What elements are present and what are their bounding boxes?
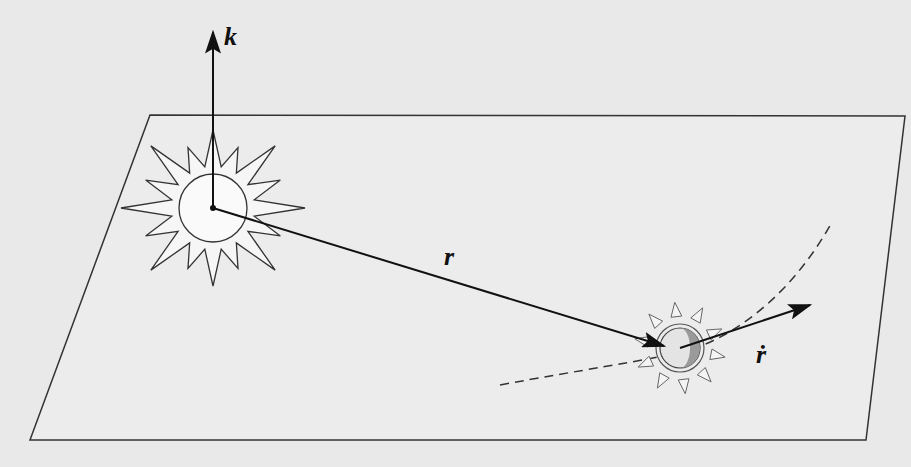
k-vector [212,32,214,210]
planet-ray [657,373,669,388]
origin-dot [210,205,216,211]
planet-ray [649,314,663,328]
planet-ray [691,308,703,323]
vector-label: k [224,24,237,50]
planet-ray [678,379,689,394]
planet-ray [697,368,711,382]
vector-label: ṙ [756,342,766,368]
vector-label: r [444,244,454,270]
planet-ray [638,356,653,367]
r-vector [213,208,664,346]
planet-ray [671,302,682,317]
plane [30,115,905,440]
planet-ray [710,349,725,360]
velocity-vector [680,305,810,348]
orbit-path [500,222,832,385]
